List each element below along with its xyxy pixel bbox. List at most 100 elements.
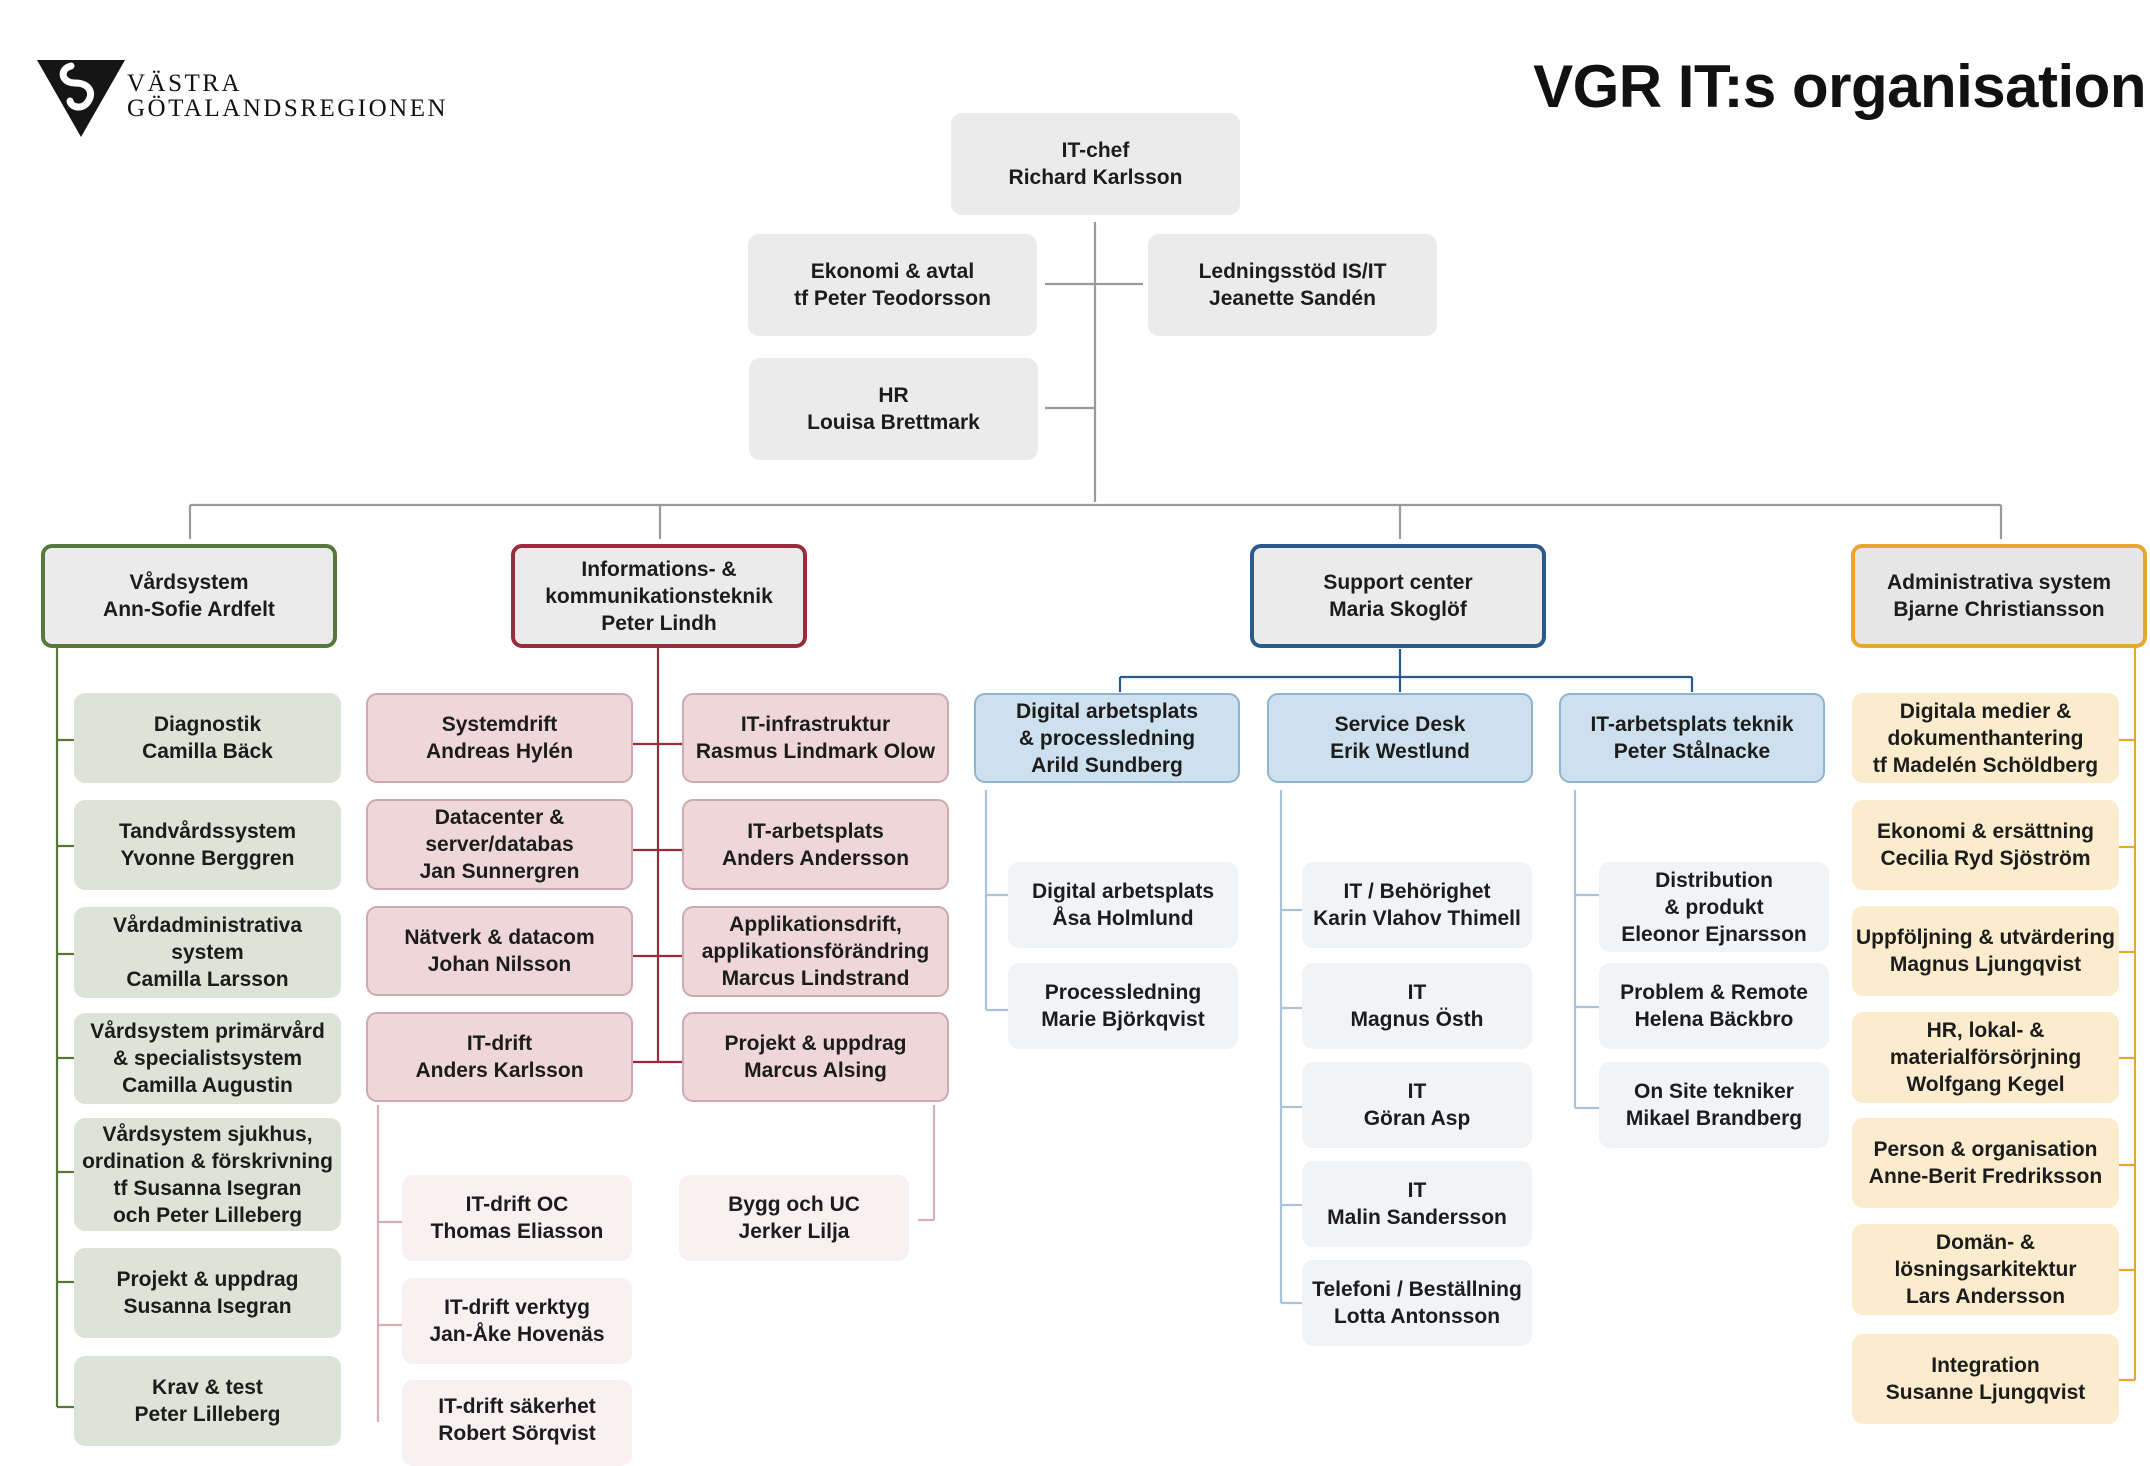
unit-line: Magnus Ljungqvist (1889, 953, 2082, 976)
unit-ikt-projekt-uppdrag: Projekt & uppdrag Marcus Alsing (682, 1012, 949, 1102)
unit-line: Diagnostik (153, 713, 262, 736)
unit-line: On Site tekniker (1634, 1080, 1794, 1103)
unit-line: Ekonomi & ersättning (1876, 820, 2095, 843)
unit-line: Systemdrift (441, 713, 558, 736)
group-head-service-desk: Service Desk Erik Westlund (1267, 693, 1533, 783)
dept-head-ikt: Informations- & kommunikationsteknik Pet… (511, 544, 807, 648)
unit-systemdrift: Systemdrift Andreas Hylén (366, 693, 633, 783)
unit-it-drift-sakerhet: IT-drift säkerhet Robert Sörqvist (402, 1380, 632, 1466)
unit-line: Anne-Berit Fredriksson (1868, 1165, 2103, 1188)
unit-vardsystem-projekt-uppdrag: Projekt & uppdrag Susanna Isegran (74, 1248, 341, 1338)
unit-on-site-tekniker: On Site tekniker Mikael Brandberg (1599, 1062, 1829, 1148)
unit-line: Projekt & uppdrag (116, 1268, 299, 1291)
unit-line: Datacenter & (434, 806, 565, 829)
unit-it-magnus-osth: IT Magnus Östh (1302, 963, 1532, 1049)
dept-person: Ann-Sofie Ardfelt (103, 598, 275, 621)
unit-line: Distribution (1655, 868, 1773, 892)
unit-line: IT-drift verktyg (444, 1296, 590, 1319)
unit-line: & produkt (1664, 895, 1764, 919)
unit-line: Malin Sandersson (1327, 1206, 1507, 1229)
group-head-it-arbetsplats-teknik: IT-arbetsplats teknik Peter Stålnacke (1559, 693, 1825, 783)
unit-datacenter: Datacenter & server/databas Jan Sunnergr… (366, 799, 633, 890)
unit-line: Projekt & uppdrag (724, 1032, 907, 1055)
unit-line: Telefoni / Beställning (1312, 1278, 1522, 1301)
unit-line: Anders Andersson (721, 846, 910, 870)
unit-it-drift: IT-drift Anders Karlsson (366, 1012, 633, 1102)
unit-line: Person & organisation (1873, 1138, 2098, 1161)
unit-line: server/databas (425, 833, 574, 856)
unit-line: Susanne Ljungqvist (1885, 1381, 2086, 1404)
unit-vardsystem-sjukhus: Vårdsystem sjukhus, ordination & förskri… (74, 1118, 341, 1231)
unit-line: Camilla Larsson (126, 968, 289, 991)
unit-line: Mikael Brandberg (1625, 1107, 1803, 1130)
unit-line: Arild Sundberg (1031, 753, 1183, 777)
unit-problem-remote: Problem & Remote Helena Bäckbro (1599, 963, 1829, 1049)
dept-person: Bjarne Christiansson (1893, 598, 2105, 621)
unit-line: Camilla Augustin (122, 1074, 293, 1097)
unit-line: Jan Sunnergren (419, 860, 580, 883)
unit-line: Bygg och UC (728, 1193, 860, 1216)
unit-line: Anders Karlsson (415, 1059, 584, 1082)
unit-line: Cecilia Ryd Sjöström (1880, 847, 2091, 870)
group-head-digital-arbetsplats: Digital arbetsplats & processledning Ari… (974, 693, 1240, 783)
unit-line: Marcus Lindstrand (721, 967, 910, 990)
unit-line: Integration (1931, 1354, 2040, 1377)
unit-line: Digital arbetsplats (1015, 699, 1199, 723)
unit-it-goran-asp: IT Göran Asp (1302, 1062, 1532, 1148)
unit-person: Louisa Brettmark (807, 411, 980, 434)
unit-person-organisation: Person & organisation Anne-Berit Fredrik… (1852, 1118, 2119, 1208)
unit-line: Marie Björkqvist (1041, 1008, 1205, 1031)
unit-line: lösningsarkitektur (1894, 1258, 2077, 1281)
unit-line: Tandvårdssystem (118, 820, 297, 843)
unit-line: Nätverk & datacom (404, 926, 595, 949)
unit-line: Processledning (1044, 981, 1202, 1004)
unit-line: Vårdadministrativa (112, 914, 303, 937)
unit-it-arbetsplats: IT-arbetsplats Anders Andersson (682, 799, 949, 890)
unit-line: Service Desk (1334, 713, 1466, 736)
unit-line: Susanna Isegran (123, 1295, 292, 1318)
unit-line: IT-arbetsplats teknik (1590, 713, 1794, 736)
unit-distribution-produkt: Distribution & produkt Eleonor Ejnarsson (1599, 862, 1829, 952)
unit-it-behorighet: IT / Behörighet Karin Vlahov Thimell (1302, 862, 1532, 948)
unit-line: IT-arbetsplats (747, 819, 884, 843)
unit-line: Jan-Åke Hovenäs (429, 1323, 605, 1346)
unit-title: HR (878, 384, 909, 407)
unit-title: Ledningsstöd IS/IT (1198, 260, 1387, 283)
unit-line: Åsa Holmlund (1052, 907, 1194, 930)
logo-text-line1: VÄSTRA (127, 70, 243, 97)
dept-title: Vårdsystem (129, 571, 249, 594)
org-box-ledningsstod: Ledningsstöd IS/IT Jeanette Sandén (1148, 234, 1437, 336)
unit-krav-test: Krav & test Peter Lilleberg (74, 1356, 341, 1446)
page-title: VGR IT:s organisation (1533, 53, 2146, 120)
unit-line: IT-drift (466, 1032, 533, 1055)
unit-line: system (171, 941, 244, 964)
unit-tandvardssystem: Tandvårdssystem Yvonne Berggren (74, 800, 341, 890)
unit-person: Richard Karlsson (1008, 166, 1183, 189)
unit-natverk-datacom: Nätverk & datacom Johan Nilsson (366, 906, 633, 996)
unit-line: Lars Andersson (1905, 1285, 2066, 1308)
unit-line: Jerker Lilja (738, 1220, 850, 1243)
unit-line: dokumenthantering (1887, 726, 2084, 750)
unit-line: Applikationsdrift, (729, 913, 902, 936)
unit-it-drift-verktyg: IT-drift verktyg Jan-Åke Hovenäs (402, 1278, 632, 1364)
unit-line: ordination & förskrivning (82, 1149, 333, 1173)
dept-title-line2: kommunikationsteknik (545, 584, 773, 608)
unit-line: tf Madelén Schöldberg (1872, 753, 2099, 777)
dept-title: Support center (1323, 571, 1473, 594)
unit-line: HR, lokal- & (1926, 1019, 2045, 1042)
unit-line: Erik Westlund (1330, 740, 1470, 763)
unit-it-infrastruktur: IT-infrastruktur Rasmus Lindmark Olow (682, 693, 949, 783)
unit-line: Johan Nilsson (427, 953, 572, 976)
unit-line: Digitala medier & (1899, 699, 2072, 723)
unit-digitala-medier: Digitala medier & dokumenthantering tf M… (1852, 693, 2119, 783)
unit-line: materialförsörjning (1889, 1046, 2082, 1069)
unit-line: & processledning (1018, 726, 1196, 750)
unit-line: IT (1407, 1179, 1427, 1202)
unit-line: Göran Asp (1363, 1107, 1471, 1130)
unit-line: Peter Stålnacke (1613, 740, 1771, 763)
unit-hr-lokal-material: HR, lokal- & materialförsörjning Wolfgan… (1852, 1012, 2119, 1103)
unit-line: IT (1407, 981, 1427, 1004)
unit-ekonomi-ersattning: Ekonomi & ersättning Cecilia Ryd Sjöströ… (1852, 800, 2119, 890)
unit-line: IT-infrastruktur (740, 713, 891, 736)
unit-line: Rasmus Lindmark Olow (695, 740, 936, 763)
